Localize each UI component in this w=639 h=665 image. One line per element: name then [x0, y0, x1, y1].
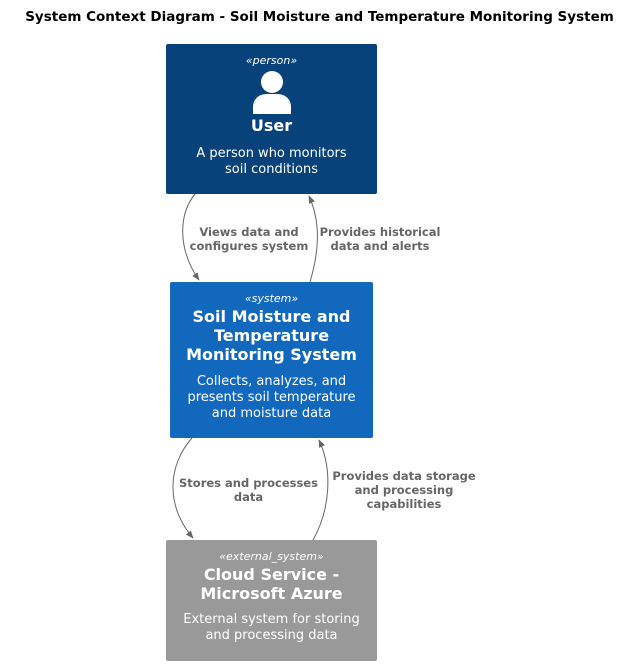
user-node: «person» User A person who monitors soil… — [166, 44, 377, 194]
cloud-description: External system for storing and processi… — [183, 612, 360, 643]
edge-label-system-to-cloud: Stores and processes data — [179, 476, 318, 504]
cloud-stereotype: «external_system» — [219, 550, 324, 563]
edge-label-user-to-system: Views data and configures system — [189, 225, 309, 253]
edge-system-to-cloud — [172, 437, 194, 539]
diagram-title: System Context Diagram - Soil Moisture a… — [25, 9, 614, 25]
user-description: A person who monitors soil conditions — [196, 146, 347, 177]
system-name: Soil Moisture and Temperature Monitoring… — [186, 307, 357, 364]
edge-system-to-user — [308, 195, 318, 283]
edge-user-to-system — [182, 193, 200, 281]
system-description: Collects, analyzes, and presents soil te… — [187, 374, 356, 421]
edge-label-system-to-user: Provides historical data and alerts — [319, 225, 441, 253]
cloud-name: Cloud Service - Microsoft Azure — [200, 565, 343, 603]
user-stereotype: «person» — [245, 54, 298, 67]
user-name: User — [250, 116, 293, 135]
system-node: «system» Soil Moisture and Temperature M… — [170, 282, 373, 438]
person-icon — [172, 70, 371, 114]
system-stereotype: «system» — [244, 292, 299, 305]
cloud-node: «external_system» Cloud Service - Micros… — [166, 540, 377, 661]
edge-cloud-to-system — [312, 439, 329, 541]
edge-label-cloud-to-system: Provides data storage and processing cap… — [332, 469, 476, 511]
